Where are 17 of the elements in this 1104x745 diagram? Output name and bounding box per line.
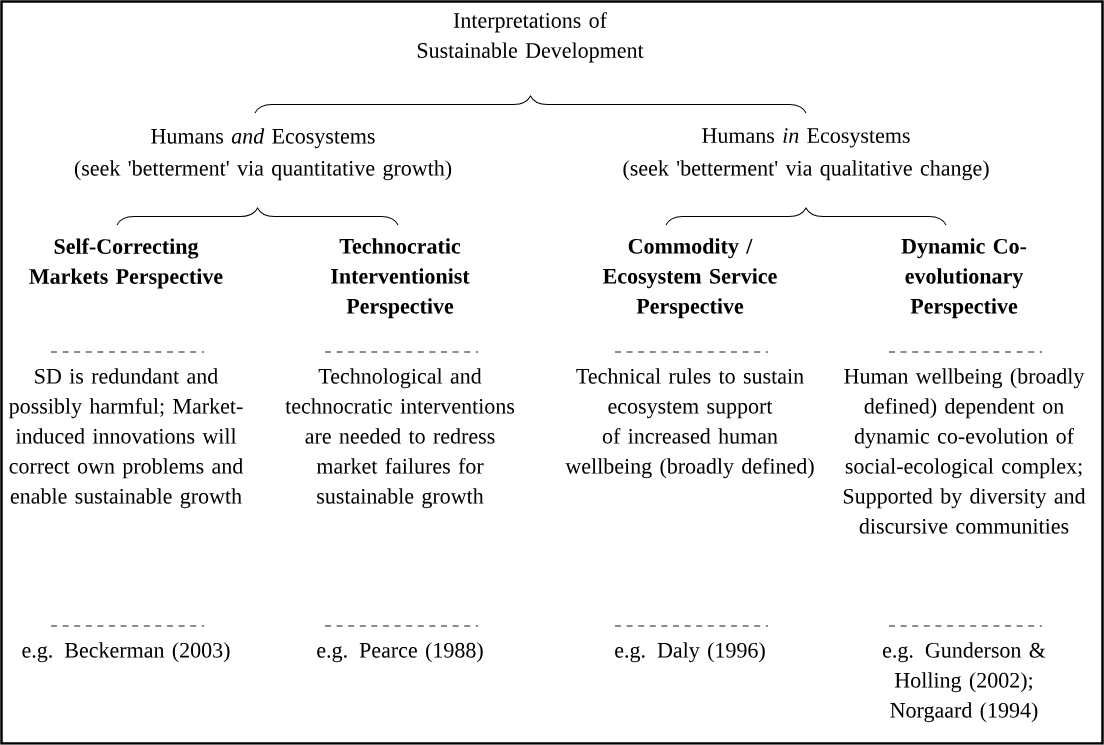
example-reference: e.g. Beckerman (2003) (22, 642, 230, 663)
group-heading: (seek 'betterment' via qualitative change) (623, 160, 989, 181)
description-text: Human wellbeing (broadly defined) dependent on dynamic co-evolution of social-ecological complex; Supported by diversity and discursive communities (843, 368, 1086, 534)
group-heading: Humans in Ecosystems (702, 128, 910, 148)
perspective-heading: Commodity / Ecosystem Service Perspective (603, 238, 777, 319)
description-text: Technological and technocratic interventions are needed to redress market failures for sustainable growth (285, 368, 515, 509)
example-reference: e.g. Pearce (1988) (317, 642, 483, 663)
perspective-heading: Technocratic Interventionist Perspective (331, 238, 470, 319)
title: Interpretations of Sustainable Development (417, 12, 644, 63)
group-heading: Humans and Ecosystems (151, 128, 375, 149)
group-heading: (seek 'betterment' via quantitative growth) (74, 160, 452, 181)
description-text: SD is redundant and possibly harmful; Market-induced innovations will correct own problems and enable sustainable growth (9, 368, 243, 509)
perspective-heading: Self-Correcting Markets Perspective (29, 238, 223, 289)
description-text: Technical rules to sustain ecosystem support of increased human wellbeing (broadly defined) (565, 368, 814, 479)
example-reference: e.g. Daly (1996) (615, 642, 765, 663)
example-reference: e.g. Gunderson & Holling (2002); Norgaard (1994) (883, 642, 1046, 723)
perspective-heading: Dynamic Co-evolutionary Perspective (901, 238, 1027, 319)
